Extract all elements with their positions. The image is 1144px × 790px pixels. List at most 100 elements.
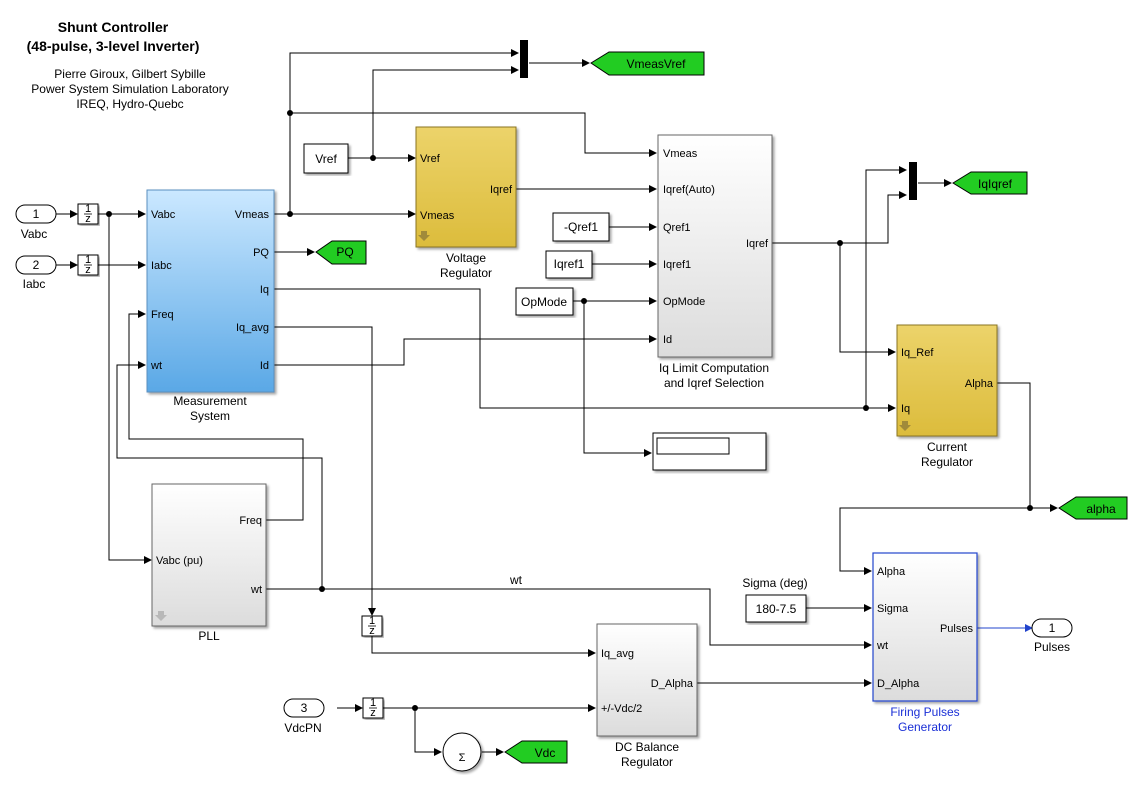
svg-text:1: 1 bbox=[369, 615, 375, 627]
svg-text:wt: wt bbox=[150, 360, 162, 372]
svg-text:Measurement: Measurement bbox=[173, 394, 247, 408]
svg-text:Vmeas: Vmeas bbox=[420, 210, 455, 222]
svg-text:Iqref1: Iqref1 bbox=[663, 259, 691, 271]
svg-text:Iq_Ref: Iq_Ref bbox=[901, 347, 934, 359]
title-line-1: Shunt Controller bbox=[57, 19, 169, 35]
svg-text:Iq_avg: Iq_avg bbox=[236, 322, 269, 334]
svg-text:DC Balance: DC Balance bbox=[615, 740, 679, 754]
svg-text:Vmeas: Vmeas bbox=[235, 209, 270, 221]
constant-sigma[interactable]: 180-7.5 bbox=[745, 594, 807, 623]
svg-text:Iqref(Auto): Iqref(Auto) bbox=[663, 184, 715, 196]
constant-qref1[interactable]: -Qref1 bbox=[552, 212, 610, 242]
mask-arrow-icon bbox=[418, 231, 430, 241]
svg-text:Pulses: Pulses bbox=[1034, 640, 1070, 654]
svg-text:1: 1 bbox=[85, 254, 91, 266]
junction-dots bbox=[106, 110, 1033, 711]
unit-delay-iq-avg[interactable]: 1 z bbox=[361, 615, 383, 637]
firing-pulses-block[interactable]: Alpha Sigma wt D_Alpha Pulses Firing Pul… bbox=[872, 552, 978, 734]
unit-delay-vabc[interactable]: 1 z bbox=[77, 203, 99, 225]
svg-text:-Qref1: -Qref1 bbox=[564, 220, 598, 234]
svg-text:PLL: PLL bbox=[198, 629, 220, 643]
diagram-title: Shunt Controller (48-pulse, 3-level Inve… bbox=[0, 18, 226, 56]
svg-text:D_Alpha: D_Alpha bbox=[877, 678, 920, 690]
svg-text:1: 1 bbox=[370, 697, 376, 709]
svg-text:3: 3 bbox=[301, 701, 308, 715]
svg-text:Vref: Vref bbox=[315, 152, 337, 166]
svg-text:Id: Id bbox=[260, 360, 269, 372]
signal-lines bbox=[56, 49, 1058, 756]
mask-arrow-icon bbox=[899, 421, 911, 431]
svg-text:Generator: Generator bbox=[898, 720, 952, 734]
svg-text:Iq: Iq bbox=[901, 403, 910, 415]
goto-vmeasvref[interactable]: VmeasVref bbox=[590, 51, 705, 76]
svg-text:Iabc: Iabc bbox=[151, 260, 172, 272]
svg-text:VmeasVref: VmeasVref bbox=[627, 57, 687, 71]
svg-text:Iq: Iq bbox=[260, 284, 269, 296]
svg-text:Iq Limit Computation: Iq Limit Computation bbox=[659, 361, 769, 375]
mask-arrow-icon bbox=[155, 611, 167, 621]
title-line-2: (48-pulse, 3-level Inverter) bbox=[26, 38, 200, 54]
svg-text:OpMode: OpMode bbox=[663, 296, 705, 308]
unit-delay-iabc[interactable]: 1 z bbox=[77, 254, 99, 276]
svg-text:Freq: Freq bbox=[151, 309, 174, 321]
svg-text:Vref: Vref bbox=[420, 153, 441, 165]
svg-text:and Iqref Selection: and Iqref Selection bbox=[664, 376, 764, 390]
iq-limit-block[interactable]: Vmeas Iqref(Auto) Qref1 Iqref1 OpMode Id… bbox=[657, 134, 773, 390]
dc-balance-block[interactable]: Iq_avg +/-Vdc/2 D_Alpha DC Balance Regul… bbox=[596, 623, 698, 769]
svg-text:1: 1 bbox=[85, 203, 91, 215]
mux-iq-iqref[interactable] bbox=[909, 162, 917, 200]
svg-text:VdcPN: VdcPN bbox=[284, 721, 321, 735]
voltage-regulator-block[interactable]: Vref Vmeas Iqref Voltage Regulator bbox=[415, 126, 517, 280]
svg-text:Iqref1: Iqref1 bbox=[554, 257, 585, 271]
display-value-field bbox=[656, 437, 730, 455]
svg-text:z: z bbox=[85, 213, 91, 225]
constant-opmode[interactable]: OpMode bbox=[515, 287, 574, 316]
sigma-icon: Σ bbox=[459, 752, 466, 764]
svg-text:System: System bbox=[190, 409, 230, 423]
goto-vdc[interactable]: Vdc bbox=[504, 740, 568, 764]
svg-text:PQ: PQ bbox=[336, 245, 353, 259]
mux-vmeas-vref[interactable] bbox=[520, 40, 528, 78]
goto-iqiqref[interactable]: IqIqref bbox=[952, 171, 1028, 195]
unit-delay-vdcpn[interactable]: 1 z bbox=[362, 697, 384, 719]
goto-alpha[interactable]: alpha bbox=[1058, 496, 1128, 520]
authors-line-1: Pierre Giroux, Gilbert Sybille bbox=[54, 67, 206, 81]
outport-pulses[interactable]: 1 Pulses bbox=[1031, 618, 1073, 654]
svg-text:Freq: Freq bbox=[239, 515, 262, 527]
svg-text:Iqref: Iqref bbox=[746, 238, 769, 250]
svg-text:Current: Current bbox=[927, 440, 968, 454]
constant-vref[interactable]: Vref bbox=[303, 143, 349, 174]
constant-iqref1[interactable]: Iqref1 bbox=[545, 250, 593, 279]
authors-text: Pierre Giroux, Gilbert Sybille Power Sys… bbox=[0, 67, 260, 112]
inport-vdcpn[interactable]: 3 VdcPN bbox=[283, 698, 325, 735]
svg-text:2: 2 bbox=[33, 258, 40, 272]
current-regulator-block[interactable]: Iq_Ref Iq Alpha Current Regulator bbox=[896, 324, 998, 469]
svg-text:Id: Id bbox=[663, 334, 672, 346]
svg-text:180-7.5: 180-7.5 bbox=[756, 602, 797, 616]
svg-text:Regulator: Regulator bbox=[621, 755, 673, 769]
svg-text:Iabc: Iabc bbox=[23, 277, 46, 291]
svg-text:Qref1: Qref1 bbox=[663, 222, 691, 234]
inport-iabc[interactable]: 2 Iabc bbox=[15, 255, 57, 291]
svg-text:IqIqref: IqIqref bbox=[978, 177, 1013, 191]
svg-text:Voltage: Voltage bbox=[446, 251, 486, 265]
svg-text:alpha: alpha bbox=[1086, 502, 1116, 516]
sigma-label: Sigma (deg) bbox=[742, 576, 807, 590]
sum-block[interactable]: Σ bbox=[442, 732, 482, 772]
authors-line-3: IREQ, Hydro-Quebc bbox=[76, 97, 184, 111]
goto-pq[interactable]: PQ bbox=[315, 240, 367, 265]
svg-text:Vmeas: Vmeas bbox=[663, 148, 698, 160]
svg-text:+/-Vdc/2: +/-Vdc/2 bbox=[601, 703, 642, 715]
svg-text:z: z bbox=[85, 264, 91, 276]
svg-text:Vabc: Vabc bbox=[151, 209, 176, 221]
measurement-system-block[interactable]: Vabc Iabc Freq wt Vmeas PQ Iq Iq_avg Id … bbox=[146, 189, 275, 423]
svg-text:Regulator: Regulator bbox=[921, 455, 973, 469]
svg-text:Firing Pulses: Firing Pulses bbox=[890, 705, 959, 719]
inport-vabc[interactable]: 1 Vabc bbox=[15, 204, 57, 241]
svg-text:Alpha: Alpha bbox=[965, 378, 994, 390]
display-block[interactable] bbox=[652, 432, 767, 471]
pll-block[interactable]: Vabc (pu) Freq wt PLL bbox=[151, 483, 267, 643]
svg-text:OpMode: OpMode bbox=[521, 295, 567, 309]
svg-text:wt: wt bbox=[250, 584, 262, 596]
